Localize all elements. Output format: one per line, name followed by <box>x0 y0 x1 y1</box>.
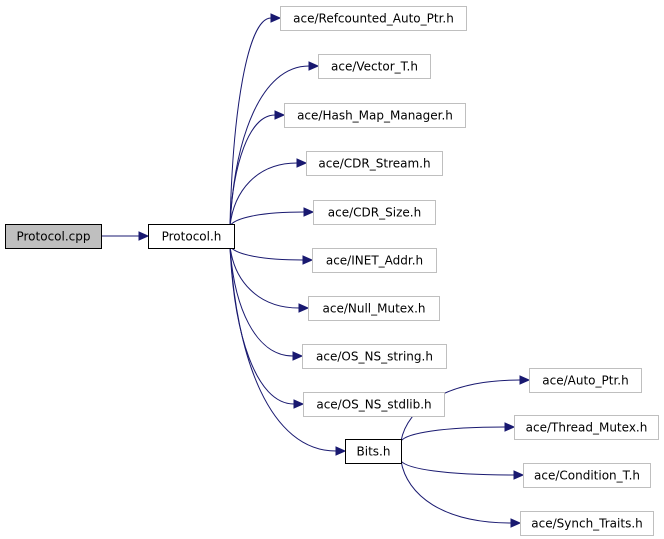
node-box <box>345 439 402 464</box>
arrowhead-icon <box>510 518 522 528</box>
edge-bits_h-to-condition_t <box>400 460 525 480</box>
arrowhead-icon <box>296 158 308 168</box>
node-hash_map_manager[interactable]: ace/Hash_Map_Manager.h <box>284 103 466 128</box>
node-os_ns_string[interactable]: ace/OS_NS_string.h <box>302 344 447 369</box>
edge-bits_h-to-synch_traits <box>400 460 522 528</box>
edge-line <box>229 162 298 227</box>
edge-line <box>229 17 272 227</box>
node-protocol_cpp[interactable]: Protocol.cpp <box>5 224 102 249</box>
edge-line <box>229 211 305 227</box>
arrowhead-icon <box>274 110 286 120</box>
arrowhead-icon <box>303 207 315 217</box>
edge-line <box>229 245 300 309</box>
node-label: ace/Refcounted_Auto_Ptr.h <box>293 12 454 26</box>
edge-line <box>229 245 337 452</box>
node-box <box>514 415 659 440</box>
node-null_mutex[interactable]: ace/Null_Mutex.h <box>308 296 440 321</box>
node-label: Protocol.cpp <box>16 230 90 244</box>
node-box <box>280 6 467 31</box>
node-box <box>312 248 437 273</box>
node-cdr_stream[interactable]: ace/CDR_Stream.h <box>306 151 443 176</box>
edge-line <box>229 245 304 261</box>
edge-protocol_h-to-null_mutex <box>229 245 310 313</box>
node-thread_mutex[interactable]: ace/Thread_Mutex.h <box>514 415 659 440</box>
edge-protocol_h-to-hash_map_manager <box>229 110 286 227</box>
node-box <box>318 54 431 79</box>
node-condition_t[interactable]: ace/Condition_T.h <box>523 463 651 488</box>
edge-line <box>400 460 512 524</box>
node-inet_addr[interactable]: ace/INET_Addr.h <box>312 248 437 273</box>
node-box <box>529 368 642 393</box>
node-box <box>303 392 445 417</box>
node-label: ace/Vector_T.h <box>331 60 418 74</box>
node-label: ace/Synch_Traits.h <box>531 517 642 531</box>
arrowhead-icon <box>504 422 516 432</box>
node-label: Bits.h <box>357 445 391 459</box>
edges-layer <box>101 13 531 528</box>
node-protocol_h[interactable]: Protocol.h <box>148 224 235 249</box>
node-label: ace/CDR_Stream.h <box>318 157 430 171</box>
node-label: ace/Null_Mutex.h <box>323 302 426 316</box>
node-box <box>308 296 440 321</box>
arrowhead-icon <box>270 13 282 23</box>
edge-line <box>400 426 506 442</box>
edge-line <box>229 65 310 227</box>
node-label: ace/Condition_T.h <box>534 469 640 483</box>
node-label: ace/Thread_Mutex.h <box>526 421 648 435</box>
arrowhead-icon <box>308 61 320 71</box>
node-label: ace/CDR_Size.h <box>328 206 421 220</box>
node-box <box>520 511 654 536</box>
arrowhead-icon <box>335 446 347 456</box>
arrowhead-icon <box>292 351 304 361</box>
node-box <box>148 224 235 249</box>
arrowhead-icon <box>298 303 310 313</box>
arrowhead-icon <box>519 375 531 385</box>
node-box <box>523 463 651 488</box>
node-label: ace/Hash_Map_Manager.h <box>297 109 453 123</box>
node-box <box>313 200 436 225</box>
node-label: Protocol.h <box>162 230 222 244</box>
node-auto_ptr[interactable]: ace/Auto_Ptr.h <box>529 368 642 393</box>
node-label: ace/OS_NS_stdlib.h <box>316 398 431 412</box>
node-box <box>284 103 466 128</box>
edge-line <box>229 114 276 227</box>
edge-line <box>229 245 294 357</box>
edge-protocol_h-to-vector_t <box>229 61 320 227</box>
node-label: ace/OS_NS_string.h <box>316 350 433 364</box>
node-box <box>306 151 443 176</box>
edge-protocol_h-to-os_ns_string <box>229 245 304 361</box>
node-synch_traits[interactable]: ace/Synch_Traits.h <box>520 511 654 536</box>
node-bits_h[interactable]: Bits.h <box>345 439 402 464</box>
edge-bits_h-to-thread_mutex <box>400 422 516 442</box>
node-cdr_size[interactable]: ace/CDR_Size.h <box>313 200 436 225</box>
node-refcounted_auto_ptr[interactable]: ace/Refcounted_Auto_Ptr.h <box>280 6 467 31</box>
edge-protocol_h-to-bits_h <box>229 245 347 456</box>
edge-protocol_cpp-to-protocol_h <box>101 231 150 241</box>
edge-protocol_h-to-refcounted_auto_ptr <box>229 13 282 227</box>
node-box <box>302 344 447 369</box>
edge-protocol_h-to-os_ns_stdlib <box>229 245 305 409</box>
node-os_ns_stdlib[interactable]: ace/OS_NS_stdlib.h <box>303 392 445 417</box>
arrowhead-icon <box>302 255 314 265</box>
nodes-layer: Protocol.cpp Protocol.h ace/Refcounted_Aut… <box>5 6 659 536</box>
node-label: ace/Auto_Ptr.h <box>542 374 628 388</box>
edge-protocol_h-to-inet_addr <box>229 245 314 265</box>
arrowhead-icon <box>138 231 150 241</box>
node-label: ace/INET_Addr.h <box>326 254 423 268</box>
edge-line <box>400 460 515 476</box>
arrowhead-icon <box>293 399 305 409</box>
arrowhead-icon <box>513 470 525 480</box>
node-box <box>5 224 102 249</box>
node-vector_t[interactable]: ace/Vector_T.h <box>318 54 431 79</box>
edge-protocol_h-to-cdr_stream <box>229 158 308 227</box>
edge-protocol_h-to-cdr_size <box>229 207 315 227</box>
